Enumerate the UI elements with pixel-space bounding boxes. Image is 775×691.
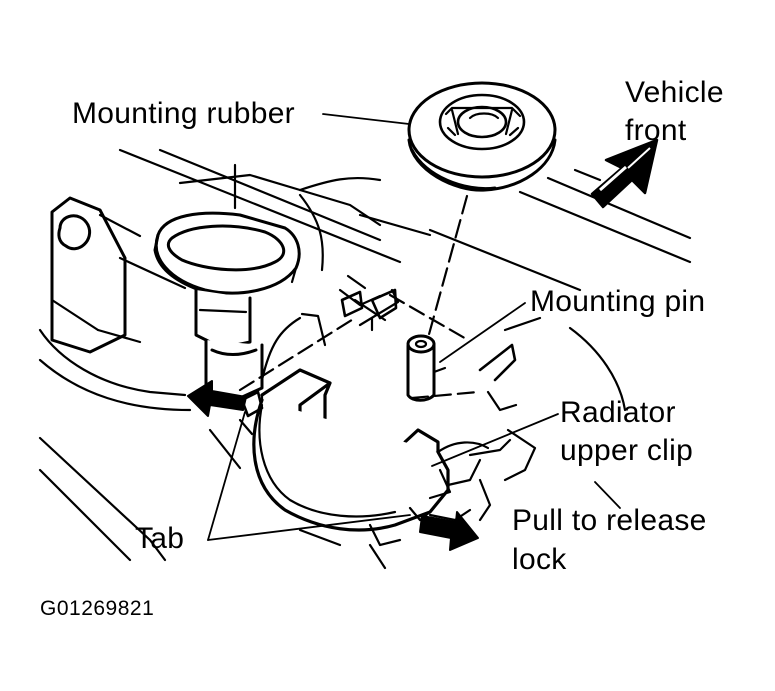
right-pull-arrow <box>419 511 479 551</box>
radiator-upper-clip <box>252 288 512 547</box>
label-vehicle-front-line1: Vehicle <box>625 76 724 109</box>
label-radiator-upper-clip-line2: upper clip <box>560 434 694 467</box>
label-pull-to-release-line2: lock <box>512 543 567 576</box>
mounting-pin <box>406 334 447 402</box>
alignment-line <box>426 194 469 340</box>
right-structure <box>298 326 627 570</box>
vehicle-body-lines <box>118 148 692 292</box>
label-tab: Tab <box>135 522 185 555</box>
label-radiator-upper-clip-line1: Radiator <box>560 396 676 429</box>
mounting-rubber-grommet <box>407 81 557 192</box>
vehicle-front-arrow <box>590 138 659 209</box>
label-pull-to-release-line1: Pull to release <box>512 504 707 537</box>
lower-panel-lines <box>38 328 242 562</box>
label-mounting-rubber: Mounting rubber <box>72 97 295 130</box>
left-bracket <box>50 196 187 354</box>
left-pull-arrow <box>187 380 247 417</box>
radiator-cap <box>153 211 301 400</box>
leader-lines <box>207 113 621 541</box>
label-mounting-pin: Mounting pin <box>530 285 706 318</box>
figure-id: G01269821 <box>40 597 155 620</box>
label-vehicle-front-line2: front <box>625 114 687 147</box>
